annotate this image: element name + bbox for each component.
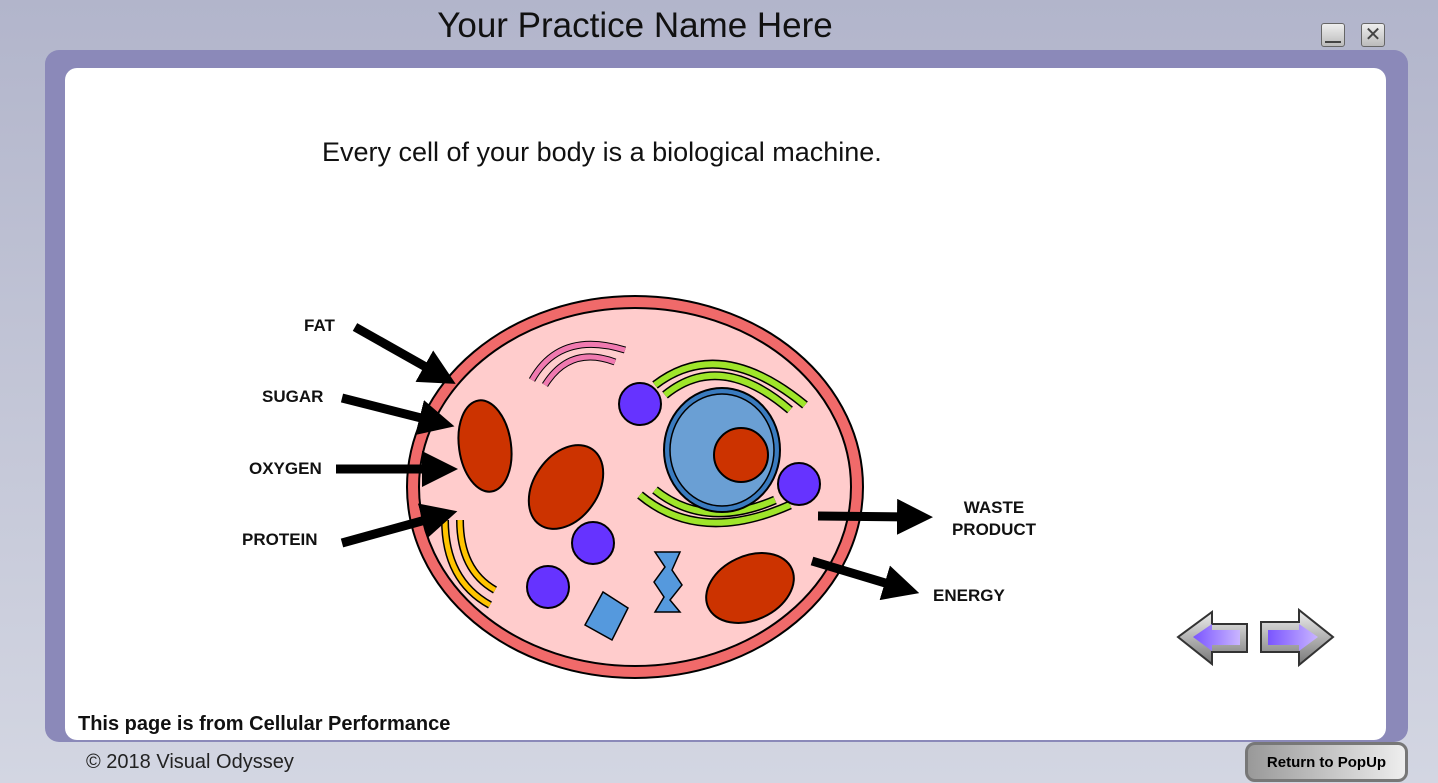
- label-oxygen: OXYGEN: [249, 459, 322, 478]
- cell: [406, 295, 864, 679]
- label-energy: ENERGY: [933, 586, 1005, 605]
- next-arrow-button[interactable]: [1260, 607, 1335, 668]
- close-button[interactable]: ✕: [1361, 23, 1385, 47]
- minimize-button[interactable]: [1321, 23, 1345, 47]
- vesicles: [526, 382, 821, 609]
- label-protein: PROTEIN: [242, 530, 318, 549]
- fat-arrow: [352, 323, 456, 384]
- nucleus: [663, 387, 781, 513]
- sugar-arrow: [340, 393, 455, 436]
- right-arrow-icon: [1268, 624, 1318, 651]
- headline: Every cell of your body is a biological …: [322, 137, 882, 167]
- source-note: This page is from Cellular Performance: [78, 713, 451, 735]
- close-icon: ✕: [1364, 24, 1382, 46]
- label-fat: FAT: [304, 316, 335, 335]
- protein-arrow: [340, 503, 458, 548]
- return-to-popup-button[interactable]: Return to PopUp: [1245, 742, 1408, 782]
- mitochondria: [457, 399, 795, 624]
- label-sugar: SUGAR: [262, 387, 324, 406]
- label-waste-line2: PRODUCT: [951, 520, 1037, 539]
- left-arrow-icon: [1193, 624, 1240, 651]
- label-waste-line1: WASTE: [963, 498, 1025, 517]
- prev-arrow-button[interactable]: [1176, 610, 1248, 667]
- window-title: Your Practice Name Here: [437, 6, 833, 45]
- copyright: © 2018 Visual Odyssey: [86, 751, 294, 773]
- centrioles: [583, 551, 683, 642]
- label-waste-product: WASTE PRODUCT: [944, 497, 1044, 541]
- waste-arrow: [817, 498, 933, 535]
- minimize-icon: [1325, 41, 1341, 43]
- energy-arrow: [810, 556, 920, 601]
- arrows: [336, 323, 933, 601]
